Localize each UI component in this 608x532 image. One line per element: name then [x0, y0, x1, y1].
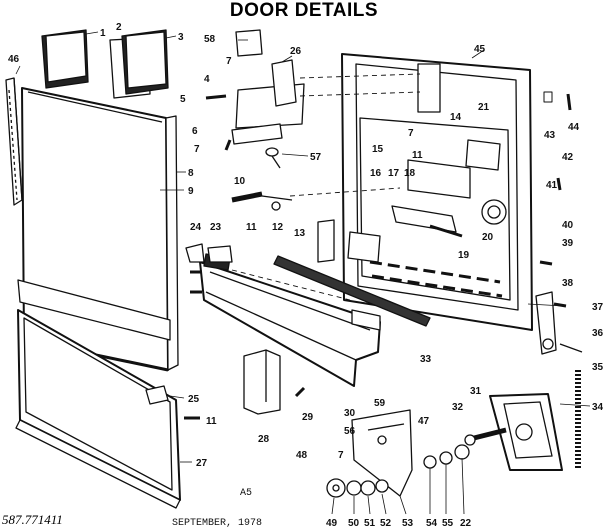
callout-6: 6 [192, 126, 198, 137]
callout-32: 32 [452, 402, 464, 413]
callout-28: 28 [258, 434, 270, 445]
callout-49: 49 [326, 518, 338, 529]
callout-35: 35 [592, 362, 604, 373]
callout-3: 3 [178, 32, 184, 43]
callout-36: 36 [592, 328, 604, 339]
callout-leaders [15, 31, 591, 463]
upper-hinge-assembly [231, 29, 305, 169]
page-code: A5 [240, 488, 253, 499]
callout-11b: 11 [412, 150, 423, 161]
bottom-trim-panel [15, 279, 181, 509]
callout-55: 55 [442, 518, 454, 529]
callout-13: 13 [294, 228, 306, 239]
callout-7a: 7 [226, 56, 232, 67]
callout-20: 20 [482, 232, 494, 243]
callout-41: 41 [546, 180, 558, 191]
callout-45: 45 [474, 44, 486, 55]
callout-labels: 1 2 3 58 26 45 46 7 4 5 6 7 57 8 9 10 11… [8, 22, 604, 529]
lower-callout-leaders [331, 457, 465, 515]
callout-23: 23 [210, 222, 222, 233]
callout-11c: 11 [206, 416, 217, 427]
callout-43: 43 [544, 130, 556, 141]
door-spring [231, 191, 293, 211]
bottom-clip [145, 385, 169, 405]
callout-25: 25 [188, 394, 200, 405]
callout-5: 5 [180, 94, 186, 105]
callout-38: 38 [562, 278, 574, 289]
callout-12: 12 [272, 222, 284, 233]
callout-54: 54 [426, 518, 438, 529]
lower-hinge-assembly [351, 409, 413, 497]
callout-1: 1 [100, 28, 106, 39]
hinge-pin [464, 427, 507, 446]
callout-44: 44 [568, 122, 580, 133]
washers-and-bushings [326, 444, 470, 498]
callout-29: 29 [302, 412, 314, 423]
callout-27: 27 [196, 458, 208, 469]
callout-22: 22 [460, 518, 472, 529]
callout-24: 24 [190, 222, 202, 233]
callout-7c: 7 [408, 128, 414, 139]
callout-11a: 11 [246, 222, 257, 233]
page-title: DOOR DETAILS [229, 0, 379, 21]
callout-16: 16 [370, 168, 382, 179]
callout-19: 19 [458, 250, 470, 261]
date-note: SEPTEMBER, 1978 [172, 518, 263, 529]
callout-46: 46 [8, 54, 20, 65]
callout-48: 48 [296, 450, 308, 461]
callout-2: 2 [116, 22, 122, 33]
kick-panel [199, 253, 381, 387]
callout-7b: 7 [194, 144, 200, 155]
callout-39: 39 [562, 238, 574, 249]
callout-40: 40 [562, 220, 574, 231]
catalog-number: 587.771411 [2, 512, 63, 527]
callout-34: 34 [592, 402, 604, 413]
foam-block [243, 349, 281, 415]
side-brackets [185, 243, 233, 263]
callout-31: 31 [470, 386, 482, 397]
dispenser-assembly [391, 139, 507, 238]
callout-4: 4 [204, 74, 210, 85]
lower-right-bracket [535, 291, 583, 355]
insulation-pads [41, 29, 169, 99]
callout-42: 42 [562, 152, 574, 163]
fasteners [184, 91, 572, 420]
callout-17: 17 [388, 168, 400, 179]
callout-37: 37 [592, 302, 604, 313]
callout-15: 15 [372, 144, 384, 155]
callout-59: 59 [374, 398, 386, 409]
callout-33: 33 [420, 354, 432, 365]
callout-10: 10 [234, 176, 246, 187]
callout-14: 14 [450, 112, 462, 123]
callout-26: 26 [290, 46, 302, 57]
latch-bracket [317, 219, 381, 263]
lower-rail [273, 255, 431, 327]
callout-7d: 7 [338, 450, 344, 461]
callout-57: 57 [310, 152, 322, 163]
callout-30: 30 [344, 408, 356, 419]
callout-8: 8 [188, 168, 194, 179]
alignment-lines [231, 73, 421, 301]
callout-52: 52 [380, 518, 392, 529]
callout-18: 18 [404, 168, 416, 179]
callout-58: 58 [204, 34, 216, 45]
callout-56: 56 [344, 426, 356, 437]
callout-50: 50 [348, 518, 360, 529]
door-side-strip [5, 77, 23, 206]
callout-47: 47 [418, 416, 430, 427]
callout-53: 53 [402, 518, 414, 529]
hinge-arm-bracket [489, 393, 563, 471]
callout-51: 51 [364, 518, 376, 529]
callout-9: 9 [188, 186, 194, 197]
callout-21: 21 [478, 102, 490, 113]
door-side-channel [165, 115, 179, 371]
